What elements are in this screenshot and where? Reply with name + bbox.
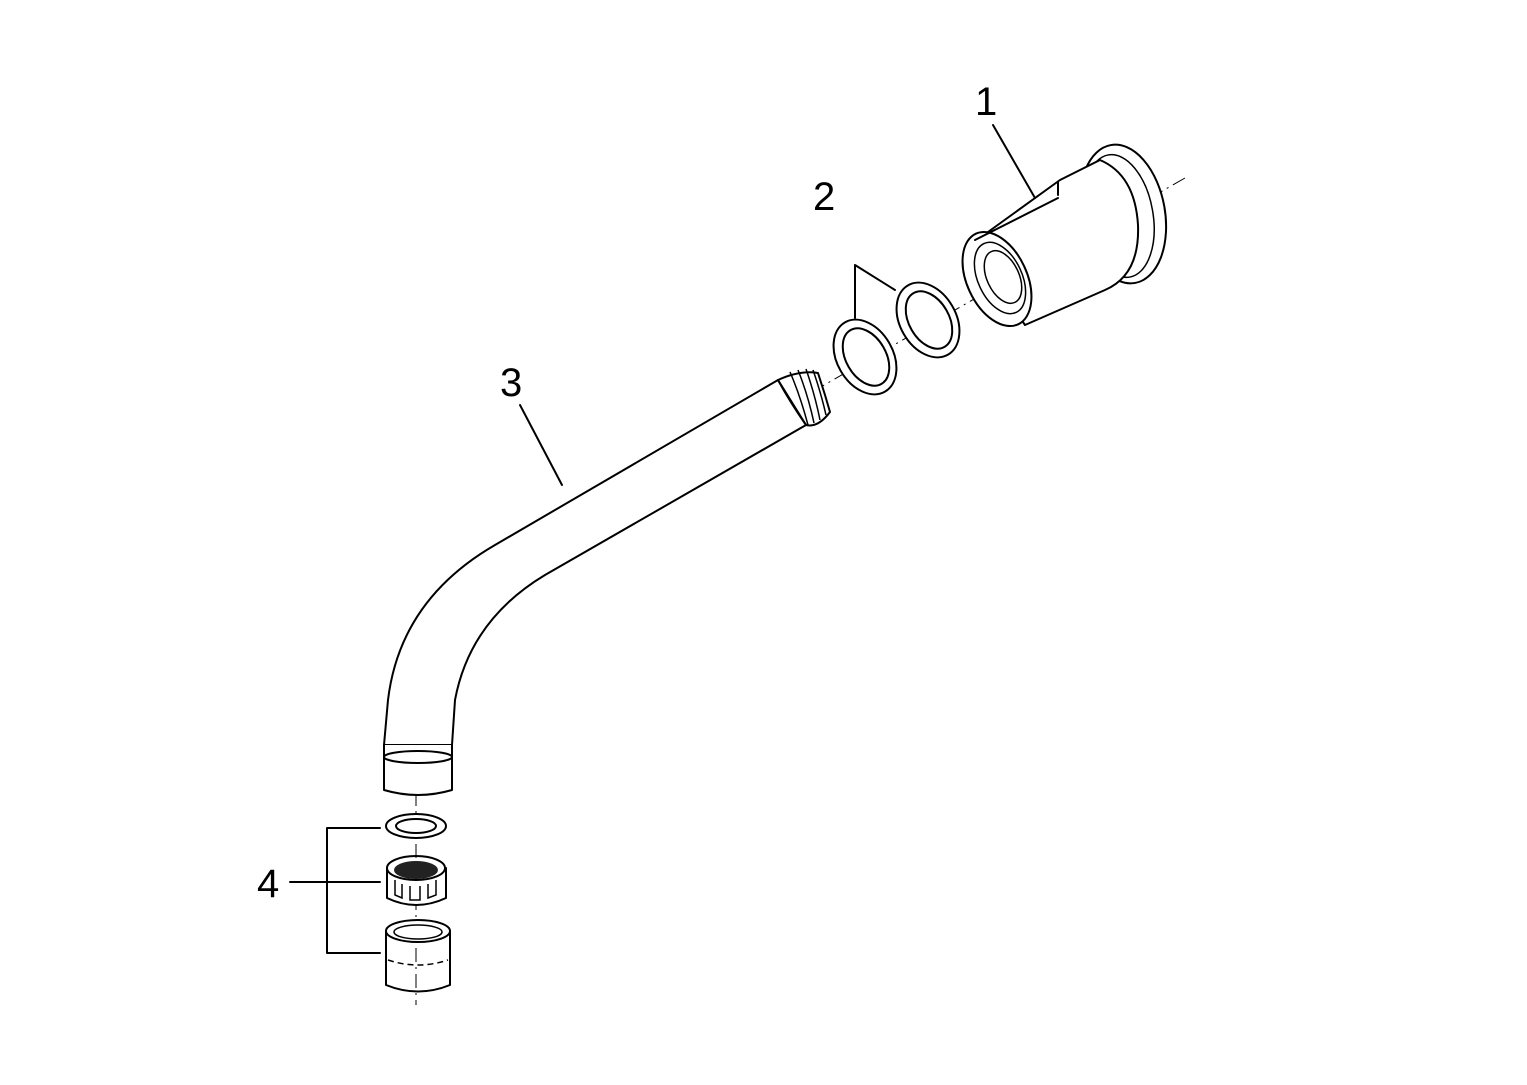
part-3-spout-pipe	[383, 368, 831, 796]
leader-3	[519, 404, 563, 486]
callout-3: 3	[500, 361, 522, 405]
callout-1: 1	[975, 80, 997, 124]
callout-2: 2	[813, 175, 835, 219]
part-1-wall-connector	[961, 143, 1168, 328]
leader-1	[992, 124, 1036, 199]
leader-4	[289, 827, 381, 954]
leader-lines	[289, 124, 1036, 954]
leader-2	[854, 264, 896, 319]
callout-4: 4	[257, 862, 279, 906]
part-4-aerator-set	[385, 813, 451, 993]
part-2-seal-rings	[832, 281, 961, 396]
